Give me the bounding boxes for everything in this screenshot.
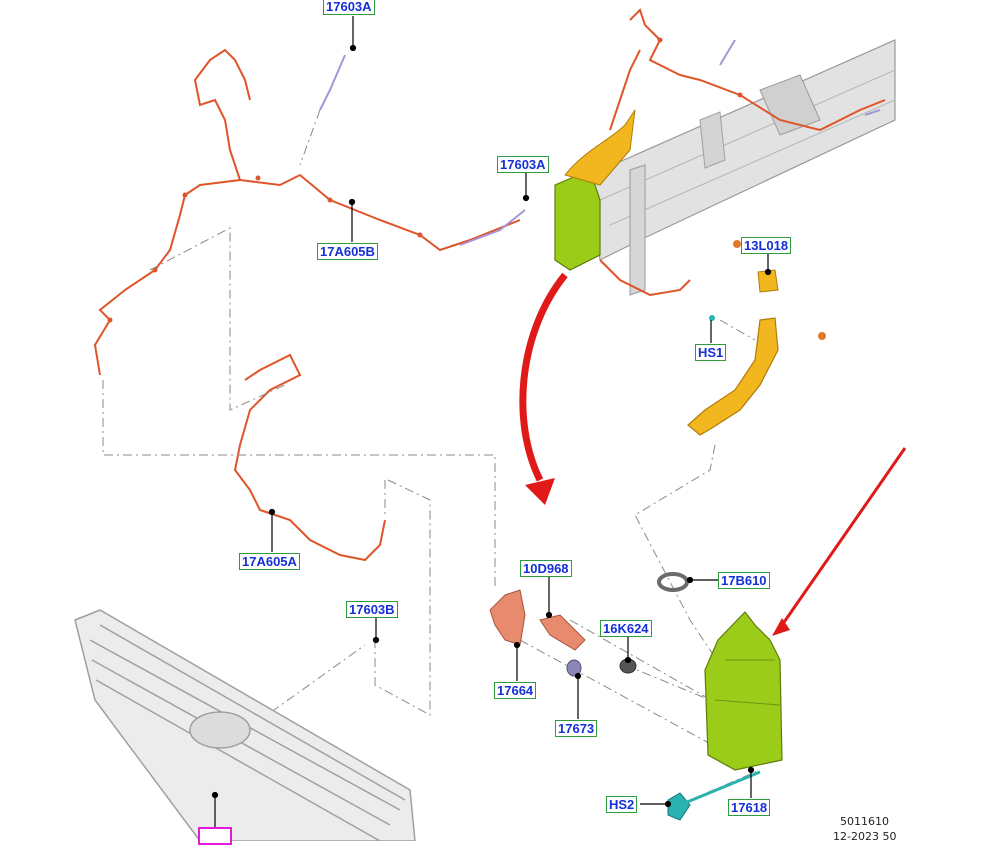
harness-connectors — [107, 37, 743, 323]
leader-lines — [211, 16, 772, 828]
filler-neck — [687, 240, 826, 436]
pointer-arrow — [772, 447, 907, 636]
callout-HS2: HS2 — [606, 796, 638, 813]
front-grille — [74, 609, 416, 842]
callout-17618: 17618 — [728, 799, 771, 816]
washer-pump — [489, 589, 526, 646]
callout-HS1: HS1 — [695, 344, 727, 361]
harness-17A605A — [233, 353, 386, 562]
bolt-HS2 — [667, 770, 761, 821]
callout-17B610: 17B610 — [718, 572, 770, 589]
curved-arrow — [519, 272, 568, 505]
pump-motor-10D968 — [539, 614, 586, 651]
seal-ring — [657, 572, 689, 592]
callout-10D968: 10D968 — [520, 560, 572, 577]
callout-17A605B: 17A605B — [317, 243, 378, 260]
callout-17A605A: 17A605A — [239, 553, 300, 570]
radiator-support — [589, 39, 896, 296]
reservoir-installed — [554, 109, 636, 271]
callout-17664: 17664 — [494, 682, 537, 699]
callout-17673: 17673 — [555, 720, 598, 737]
callout-17603A-top: 17603A — [323, 0, 375, 15]
routing-lines — [102, 109, 761, 801]
figure-number: 5011610 — [840, 815, 889, 828]
date-code: 12-2023 50 — [833, 830, 897, 843]
callout-magenta-box — [198, 827, 232, 845]
washer-hose-17603A — [319, 39, 881, 246]
reservoir — [704, 611, 783, 771]
callout-16K624: 16K624 — [600, 620, 652, 637]
callout-17603A-mid: 17603A — [497, 156, 549, 173]
grommet-17673 — [566, 659, 582, 677]
callout-13L018: 13L018 — [741, 237, 792, 254]
callout-17603B: 17603B — [346, 601, 398, 618]
